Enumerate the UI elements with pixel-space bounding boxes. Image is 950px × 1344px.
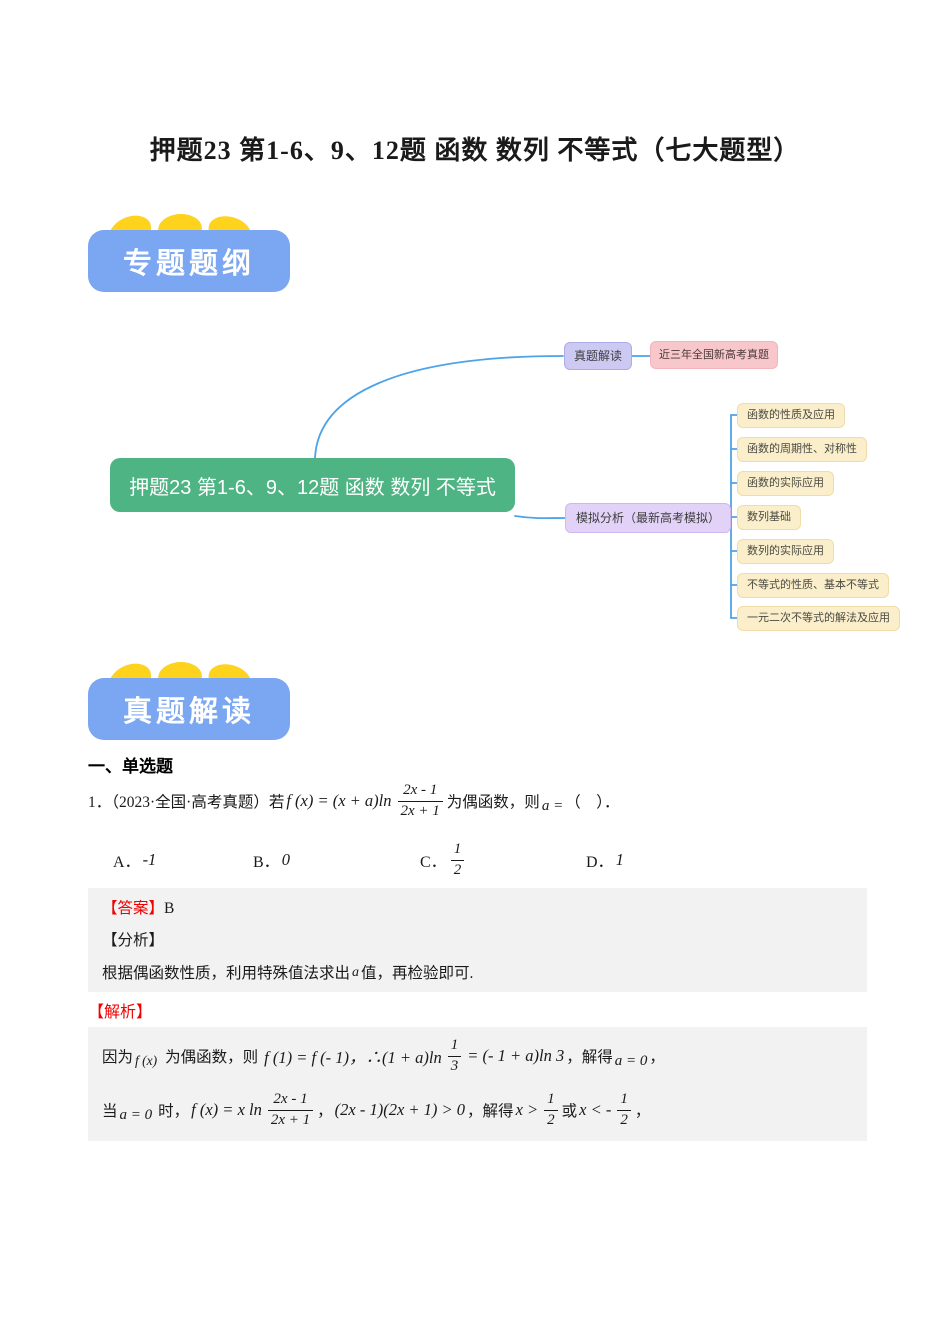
solution-math: x < - bbox=[579, 1100, 612, 1119]
solution-math: x > bbox=[515, 1100, 539, 1119]
solution-fraction: 1 2 bbox=[544, 1091, 558, 1129]
fraction-denominator: 2 bbox=[620, 1111, 628, 1128]
solution-math: a = 0 bbox=[119, 1106, 153, 1123]
fraction-denominator: 2x + 1 bbox=[270, 1111, 311, 1128]
question-blank: （ ）． bbox=[565, 794, 620, 811]
mindmap-node-zhenti-jiedu: 真题解读 bbox=[564, 342, 633, 370]
fraction-numerator: 1 bbox=[544, 1091, 558, 1111]
fraction-denominator: 2x + 1 bbox=[400, 802, 440, 819]
option-value: 1 bbox=[615, 850, 624, 869]
question-math-expression: f (x) = (x + a)ln bbox=[286, 791, 392, 810]
solution-line-1: 因为 f (x) 为偶函数，则 f (1) = f (- 1)，∴(1 + a)… bbox=[102, 1029, 853, 1083]
solution-text: 为偶函数，则 bbox=[165, 1049, 259, 1066]
fraction-numerator: 1 bbox=[617, 1091, 631, 1111]
mindmap-topic-node: 一元二次不等式的解法及应用 bbox=[737, 606, 900, 631]
fraction-numerator: 1 bbox=[447, 1037, 462, 1057]
mindmap-topic-node: 数列基础 bbox=[737, 505, 801, 530]
solution-line-2: 当 a = 0 时， f (x) = x ln 2x - 1 2x + 1 ， … bbox=[102, 1083, 853, 1137]
solution-text: 当 bbox=[102, 1103, 118, 1120]
solution-math: f (1) = f (- 1)，∴(1 + a)ln bbox=[264, 1048, 442, 1067]
option-d: D． 1 bbox=[586, 836, 626, 884]
option-value: -1 bbox=[142, 850, 157, 869]
option-a: A． -1 bbox=[113, 836, 158, 884]
solution-text: 因为 bbox=[102, 1049, 134, 1066]
reading-badge: 真题解读 bbox=[88, 678, 290, 740]
solution-block: 因为 f (x) 为偶函数，则 f (1) = f (- 1)，∴(1 + a)… bbox=[88, 1027, 867, 1141]
solution-text: ，解得 bbox=[566, 1049, 613, 1066]
solution-text: ，解得 bbox=[467, 1103, 514, 1120]
option-value: 0 bbox=[281, 850, 290, 869]
mindmap-topic-node: 函数的周期性、对称性 bbox=[737, 437, 867, 462]
solution-text: ， bbox=[317, 1103, 333, 1120]
mindmap-node-moni-fenxi: 模拟分析（最新高考模拟） bbox=[565, 503, 732, 533]
solution-label: 【解析】 bbox=[88, 1004, 153, 1021]
mindmap-topic-node: 不等式的性质、基本不等式 bbox=[737, 573, 889, 598]
fraction-numerator: 1 bbox=[450, 841, 465, 861]
option-label: B． bbox=[253, 854, 280, 871]
option-c-fraction: 1 2 bbox=[450, 841, 465, 879]
fraction-denominator: 2 bbox=[547, 1111, 555, 1128]
outline-badge-label: 专题题纲 bbox=[122, 248, 255, 280]
reading-badge-label: 真题解读 bbox=[122, 696, 255, 728]
answer-line: 【答案】B bbox=[102, 896, 853, 922]
answer-label: 【答案】 bbox=[102, 900, 165, 917]
question-lead: 1．（2023·全国·高考真题）若 bbox=[88, 794, 285, 811]
question-fraction: 2x - 1 2x + 1 bbox=[397, 782, 443, 820]
solution-math: f (x) = x ln bbox=[191, 1100, 262, 1119]
analysis-label-line: 【分析】 bbox=[102, 928, 853, 954]
analysis-text: 值，再检验即可. bbox=[361, 965, 474, 982]
solution-text: 时， bbox=[158, 1103, 190, 1120]
mindmap-node-gaokao-zhenti: 近三年全国新高考真题 bbox=[650, 341, 778, 369]
option-b: B． 0 bbox=[253, 836, 292, 884]
options-row: A． -1 B． 0 C． 1 2 D． 1 bbox=[88, 836, 888, 884]
solution-fraction: 1 3 bbox=[447, 1037, 462, 1075]
solution-math: (2x - 1)(2x + 1) > 0 bbox=[334, 1100, 466, 1119]
fraction-numerator: 2x - 1 bbox=[397, 782, 443, 802]
solution-text: 或 bbox=[561, 1103, 578, 1120]
solution-text: ， bbox=[649, 1049, 665, 1066]
mindmap: 押题23 第1-6、9、12题 函数 数列 不等式 真题解读 近三年全国新高考真… bbox=[0, 330, 950, 650]
analysis-math-a: a bbox=[352, 965, 360, 980]
option-label: A． bbox=[113, 854, 141, 871]
section-heading: 一、单选题 bbox=[88, 757, 173, 776]
outline-badge: 专题题纲 bbox=[88, 230, 290, 292]
fraction-numerator: 2x - 1 bbox=[267, 1091, 314, 1111]
solution-math: f (x) bbox=[135, 1053, 158, 1068]
page-title: 押题23 第1-6、9、12题 函数 数列 不等式（七大题型） bbox=[149, 136, 801, 165]
solution-fraction: 2x - 1 2x + 1 bbox=[267, 1091, 314, 1129]
solution-math: = (- 1 + a)ln 3 bbox=[467, 1046, 565, 1065]
question-text: 为偶函数，则 bbox=[446, 794, 540, 811]
mindmap-topic-node: 数列的实际应用 bbox=[737, 539, 834, 564]
answer-value: B bbox=[164, 900, 175, 917]
analysis-label: 【分析】 bbox=[102, 932, 165, 949]
mindmap-topic-node: 函数的实际应用 bbox=[737, 471, 834, 496]
analysis-text: 根据偶函数性质，利用特殊值法求出 bbox=[102, 965, 351, 982]
option-label: D． bbox=[586, 854, 614, 871]
mindmap-center-node: 押题23 第1-6、9、12题 函数 数列 不等式 bbox=[110, 458, 515, 512]
fraction-denominator: 3 bbox=[450, 1057, 459, 1074]
solution-text: ， bbox=[634, 1103, 651, 1120]
solution-fraction: 1 2 bbox=[617, 1091, 631, 1129]
fraction-denominator: 2 bbox=[453, 861, 462, 878]
option-label: C． bbox=[420, 854, 447, 871]
option-c: C． 1 2 bbox=[420, 836, 468, 884]
mindmap-topic-node: 函数的性质及应用 bbox=[737, 403, 845, 428]
mindmap-center-label: 押题23 第1-6、9、12题 函数 数列 不等式 bbox=[129, 476, 496, 499]
question-1: 1．（2023·全国·高考真题）若 f (x) = (x + a)ln 2x -… bbox=[88, 775, 888, 827]
question-math-a: a = bbox=[541, 797, 564, 814]
solution-math: a = 0 bbox=[614, 1052, 648, 1069]
